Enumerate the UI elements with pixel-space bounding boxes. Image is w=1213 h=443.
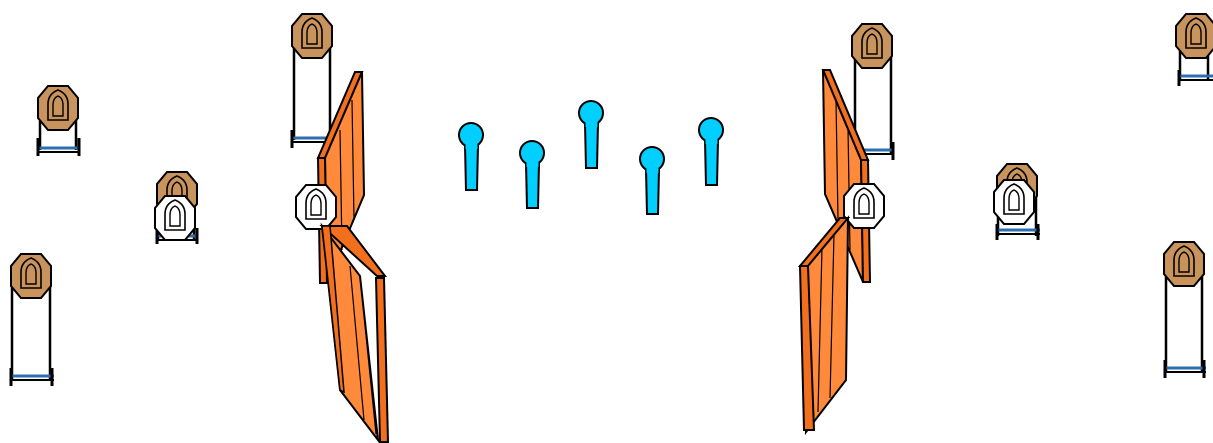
steel-popper-5 bbox=[698, 117, 724, 186]
paper-target-right-bottom bbox=[1163, 241, 1206, 378]
steel-popper-4 bbox=[639, 146, 665, 215]
paper-target-right-top bbox=[1175, 13, 1213, 86]
no-shoot-target-right-barrier bbox=[843, 183, 885, 229]
steel-popper-1 bbox=[458, 122, 484, 191]
vision-barrier-right-lower bbox=[797, 215, 851, 435]
vision-barrier-right-upper bbox=[821, 69, 872, 283]
paper-target-left-top bbox=[36, 85, 81, 156]
no-shoot-target-left-mid bbox=[154, 195, 196, 241]
steel-popper-3 bbox=[578, 100, 604, 169]
vision-barrier-left-lower bbox=[319, 222, 390, 443]
no-shoot-target-left-barrier bbox=[295, 184, 337, 230]
no-shoot-target-right-mid bbox=[993, 179, 1035, 225]
paper-target-left-bottom bbox=[9, 253, 54, 386]
paper-target-left-barrier-top bbox=[290, 13, 335, 148]
steel-popper-2 bbox=[519, 140, 545, 209]
